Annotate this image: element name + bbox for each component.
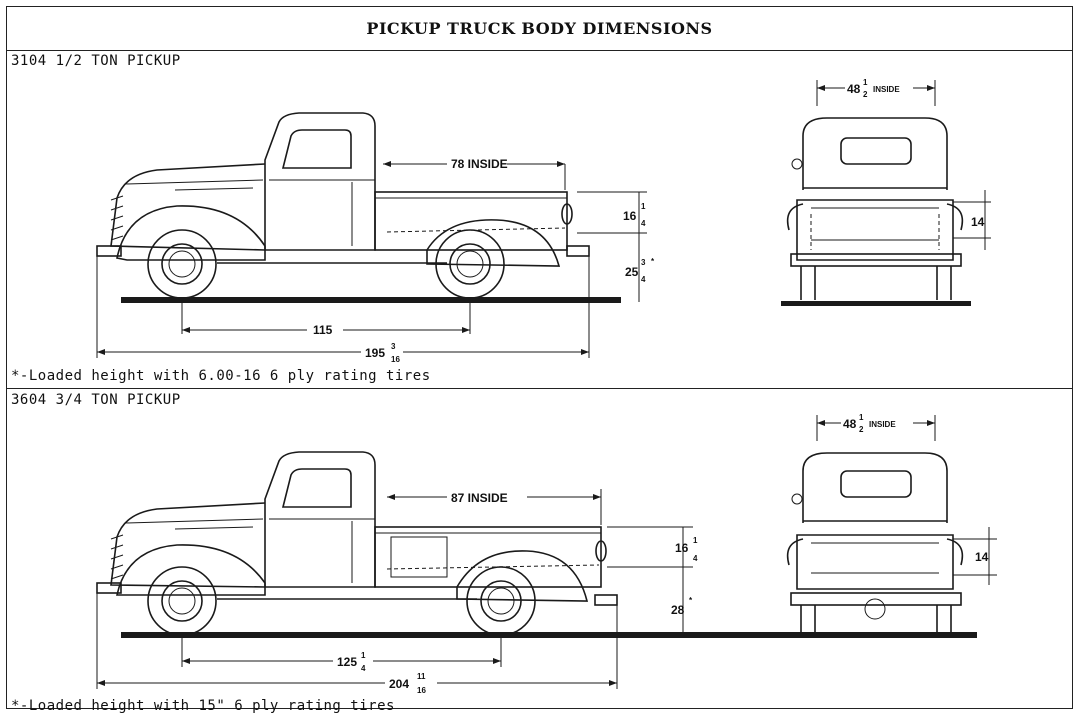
loaded-height-label: 28 [671,603,685,617]
page-title: PICKUP TRUCK BODY DIMENSIONS [7,7,1072,51]
rear-cab [802,117,948,190]
rear-window [840,470,912,498]
side-height-label: 16 [675,541,689,555]
front-wheel [147,566,217,636]
side-height-den: 4 [641,219,646,228]
ground-line-rear [781,301,971,306]
section-three-quarter-ton: 3604 3/4 TON PICKUP [7,389,1072,714]
rear-cab [802,452,948,523]
tailgate-height-label: 14 [971,215,985,229]
cab-outline [264,112,376,251]
cab-window [281,468,352,508]
wheelbase-den: 4 [361,664,366,673]
side-height-num: 1 [693,536,698,545]
front-wheel [147,229,217,299]
loaded-height-mark: * [689,596,693,605]
inside-width-num: 1 [863,78,868,87]
rear-fender [426,219,561,267]
half-ton-drawing: 78 INSIDE 16 1 4 25 3 4 * 115 [96,78,991,364]
section-model-title: 3104 1/2 TON PICKUP [11,53,181,69]
inside-width-suffix: INSIDE [873,85,900,94]
truck-rear-view [786,117,964,300]
wheelbase-num: 1 [361,651,366,660]
rear-bumper [594,594,618,606]
front-fender [116,544,266,596]
overall-length-num: 11 [417,672,426,681]
loaded-height-den: 4 [641,275,646,284]
rear-bumper-view [790,592,962,606]
rear-wheel [466,566,536,636]
tailgate-height-label: 14 [975,550,989,564]
overall-length-num: 3 [391,342,396,351]
rear-bed [796,534,954,590]
hood [110,163,266,251]
rear-bed [796,199,954,261]
rear-fender [456,550,589,602]
side-height-den: 4 [693,554,698,563]
ground-line [121,297,621,303]
overall-length-den: 16 [417,686,426,695]
loaded-height-mark: * [651,257,655,266]
inside-width-num: 1 [859,413,864,422]
loaded-height-label: 25 [625,265,639,279]
loaded-height-num: 3 [641,258,646,267]
rear-window [840,137,912,165]
wheelbase-label: 115 [313,323,333,337]
cab-window [281,129,352,169]
side-height-num: 1 [641,202,646,211]
overall-length-den: 16 [391,355,400,364]
inside-length-label: 78 INSIDE [451,157,508,171]
three-quarter-ton-drawing: 87 INSIDE 16 1 4 28 * 125 1 4 [96,413,997,695]
overall-length-label: 195 [365,346,385,360]
section-model-title: 3604 3/4 TON PICKUP [11,392,181,408]
truck-bed [374,526,602,588]
truck-side-view [96,451,618,636]
truck-bed [374,191,568,251]
wheelbase-label: 125 [337,655,357,669]
rear-wheel [435,229,505,299]
ground-line [121,632,977,638]
front-bumper [96,245,122,257]
inside-width-suffix: INSIDE [869,420,896,429]
footnote: *-Loaded height with 15" 6 ply rating ti… [11,698,395,714]
front-bumper [96,582,122,594]
rear-bumper-view [790,253,962,267]
rear-bumper [566,245,590,257]
truck-rear-view [786,452,964,633]
footnote: *-Loaded height with 6.00-16 6 ply ratin… [11,368,431,384]
truck-side-view [96,112,590,299]
side-height-label: 16 [623,209,637,223]
dimensions-sheet: PICKUP TRUCK BODY DIMENSIONS 3104 1/2 TO… [6,6,1073,714]
front-fender [116,205,266,261]
inside-length-label: 87 INSIDE [451,491,508,505]
inside-width-label: 48 [847,82,861,96]
inside-width-den: 2 [859,425,864,434]
overall-length-label: 204 [389,677,409,691]
inside-width-label: 48 [843,417,857,431]
cab-outline [264,451,376,588]
section-half-ton: 3104 1/2 TON PICKUP [7,50,1072,389]
inside-width-den: 2 [863,90,868,99]
